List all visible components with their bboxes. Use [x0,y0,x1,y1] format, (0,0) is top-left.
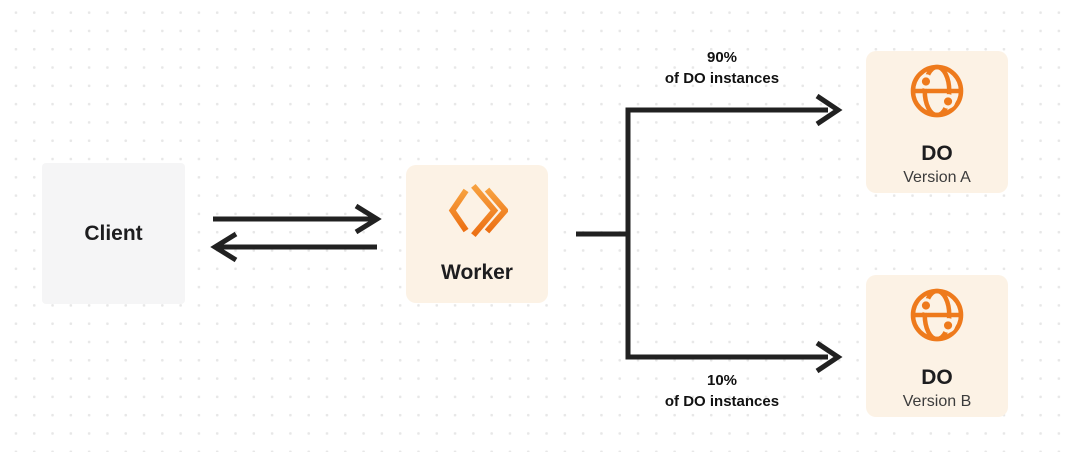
client-node: Client [42,163,185,304]
client-worker-request-arrow [213,203,382,235]
worker-split-arrow-version-a [576,93,843,237]
globe-icon [908,286,966,344]
split-b-caption: of DO instances [664,393,780,410]
do-a-title: DO [921,142,953,165]
worker-node: Worker [406,165,548,303]
do-b-title: DO [921,366,953,389]
do-version-a-node: DO Version A [866,51,1008,193]
split-label-version-b: 10% of DO instances [622,370,822,412]
split-a-caption: of DO instances [664,70,780,87]
split-b-percent: 10% [706,372,738,389]
do-b-subtitle: Version B [902,393,972,410]
do-version-b-node: DO Version B [866,275,1008,417]
globe-icon [908,62,966,120]
client-node-label: Client [84,222,143,245]
split-a-percent: 90% [706,49,738,66]
workers-logo-icon [446,183,510,238]
do-a-subtitle: Version A [903,169,971,186]
split-label-version-a: 90% of DO instances [622,47,822,89]
worker-node-label: Worker [441,261,513,284]
worker-split-arrow-version-b [625,234,843,374]
worker-client-response-arrow [210,231,377,263]
